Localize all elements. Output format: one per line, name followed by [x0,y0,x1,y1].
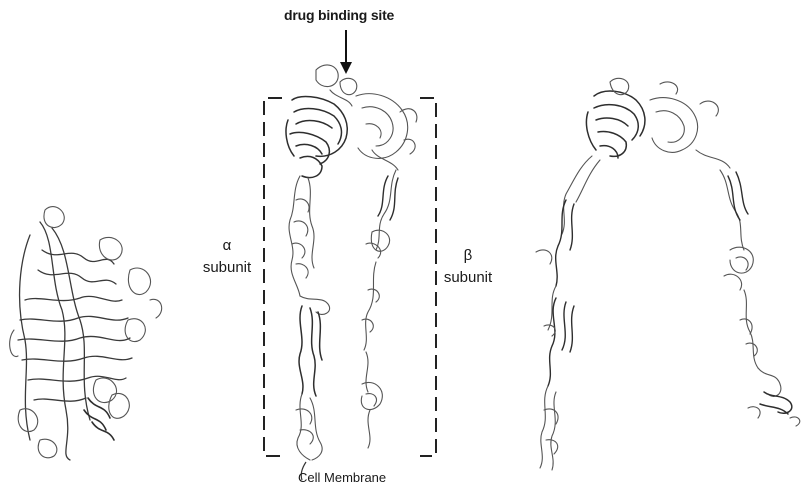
alpha-symbol: α [196,238,258,254]
arch-alpha-leg [536,156,600,470]
beta-headpiece [356,94,417,170]
subunit-brackets [264,98,436,456]
alpha-subunit-word: subunit [203,259,251,276]
alpha-bracket [264,98,282,456]
alpha-headpiece [286,97,347,178]
bent-structure-loops [10,207,162,458]
bent-closed-structure [10,207,162,460]
beta-symbol: β [438,248,498,264]
arched-open-structure [536,78,800,470]
alpha-leg [289,176,330,460]
extended-open-structure [286,65,417,460]
arch-beta-headpiece [610,78,730,168]
beta-subunit-word: subunit [444,269,492,286]
bent-structure-dense-core [18,222,132,460]
alpha-subunit-label: α subunit [196,238,258,276]
binding-site-arrow [340,30,352,74]
binding-site-loops [316,65,357,106]
beta-bracket [420,98,436,456]
drug-binding-site-label: drug binding site [284,8,394,23]
cell-membrane-label: Cell Membrane [298,471,386,485]
arch-beta-leg [720,170,800,426]
beta-leg [361,170,398,448]
beta-subunit-label: β subunit [438,248,498,286]
bent-structure-beta-domain [84,398,114,440]
arch-alpha-headpiece [586,91,645,158]
